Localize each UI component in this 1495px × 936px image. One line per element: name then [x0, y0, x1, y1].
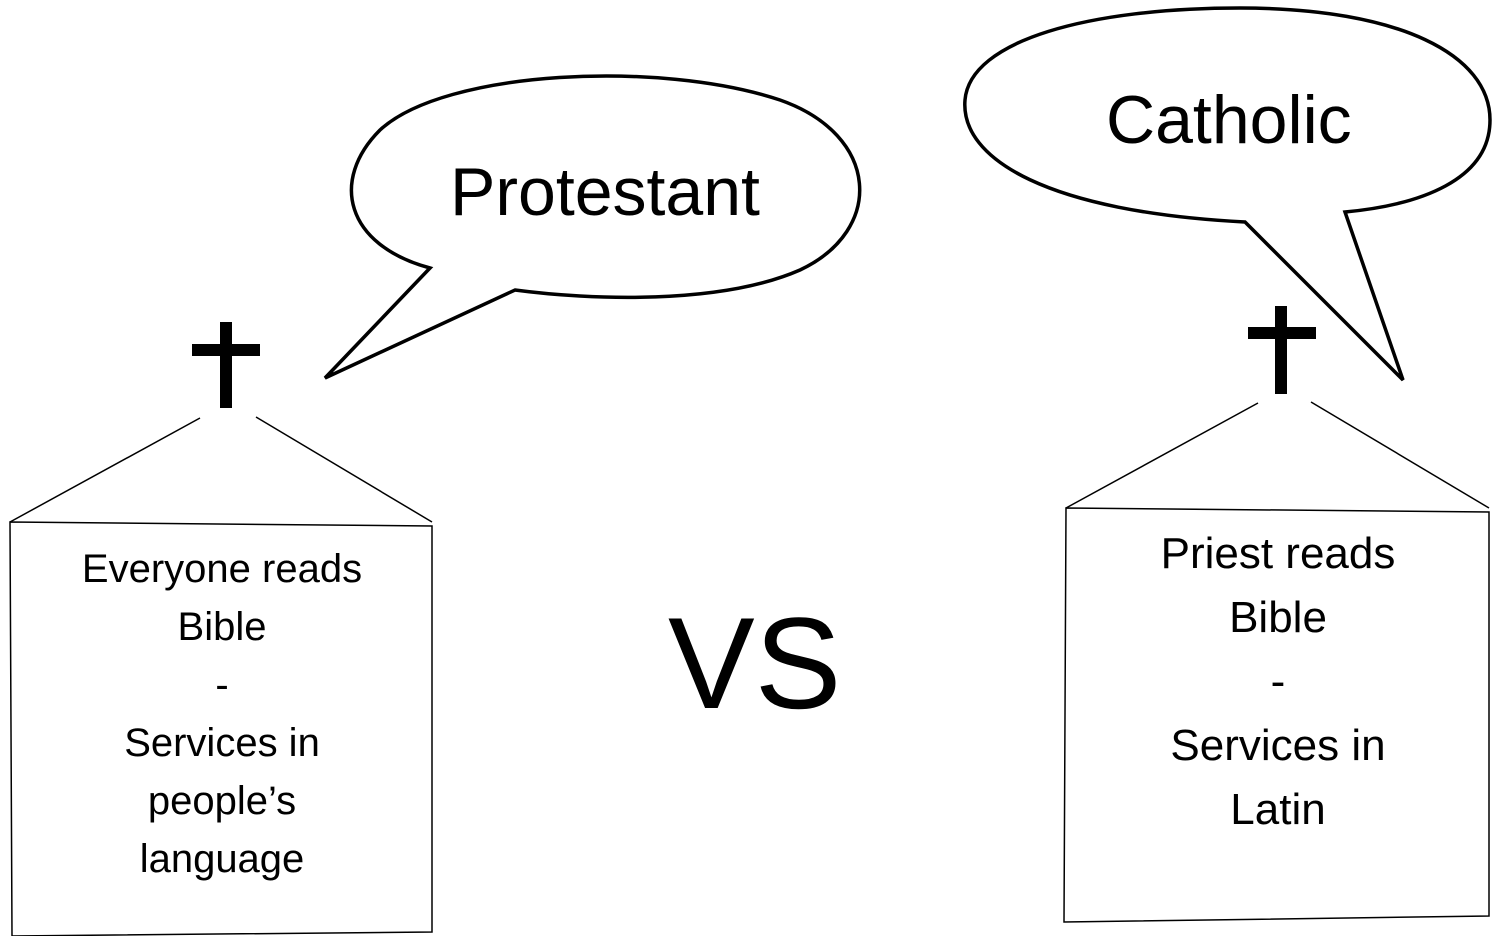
left-box-line: Services in: [124, 721, 320, 765]
catholic-speech-bubble: [963, 6, 1492, 382]
vs-label: VS: [668, 590, 842, 736]
protestant-label: Protestant: [450, 154, 760, 230]
right-box-line: Latin: [1230, 785, 1326, 834]
right-box-line: Bible: [1229, 593, 1327, 642]
right-box-line: -: [1270, 657, 1286, 706]
left-box-line: language: [139, 837, 305, 881]
right-box-text: Priest reads Bible - Services in Latin: [1068, 522, 1488, 842]
protestant-speech-bubble: [323, 74, 862, 380]
left-box-line: people’s: [147, 779, 297, 823]
right-church: [1063, 401, 1490, 923]
right-cross-icon: [1248, 306, 1316, 394]
right-box-line: Services in: [1170, 721, 1386, 770]
left-box-line: -: [215, 663, 229, 707]
left-cross-icon: [192, 322, 260, 408]
left-church: [9, 416, 433, 936]
left-box-line: Everyone reads: [81, 547, 363, 591]
catholic-label: Catholic: [1106, 82, 1352, 158]
left-box-text: Everyone reads Bible - Services in peopl…: [12, 540, 432, 888]
left-box-line: Bible: [177, 605, 267, 649]
right-box-line: Priest reads: [1160, 529, 1396, 578]
